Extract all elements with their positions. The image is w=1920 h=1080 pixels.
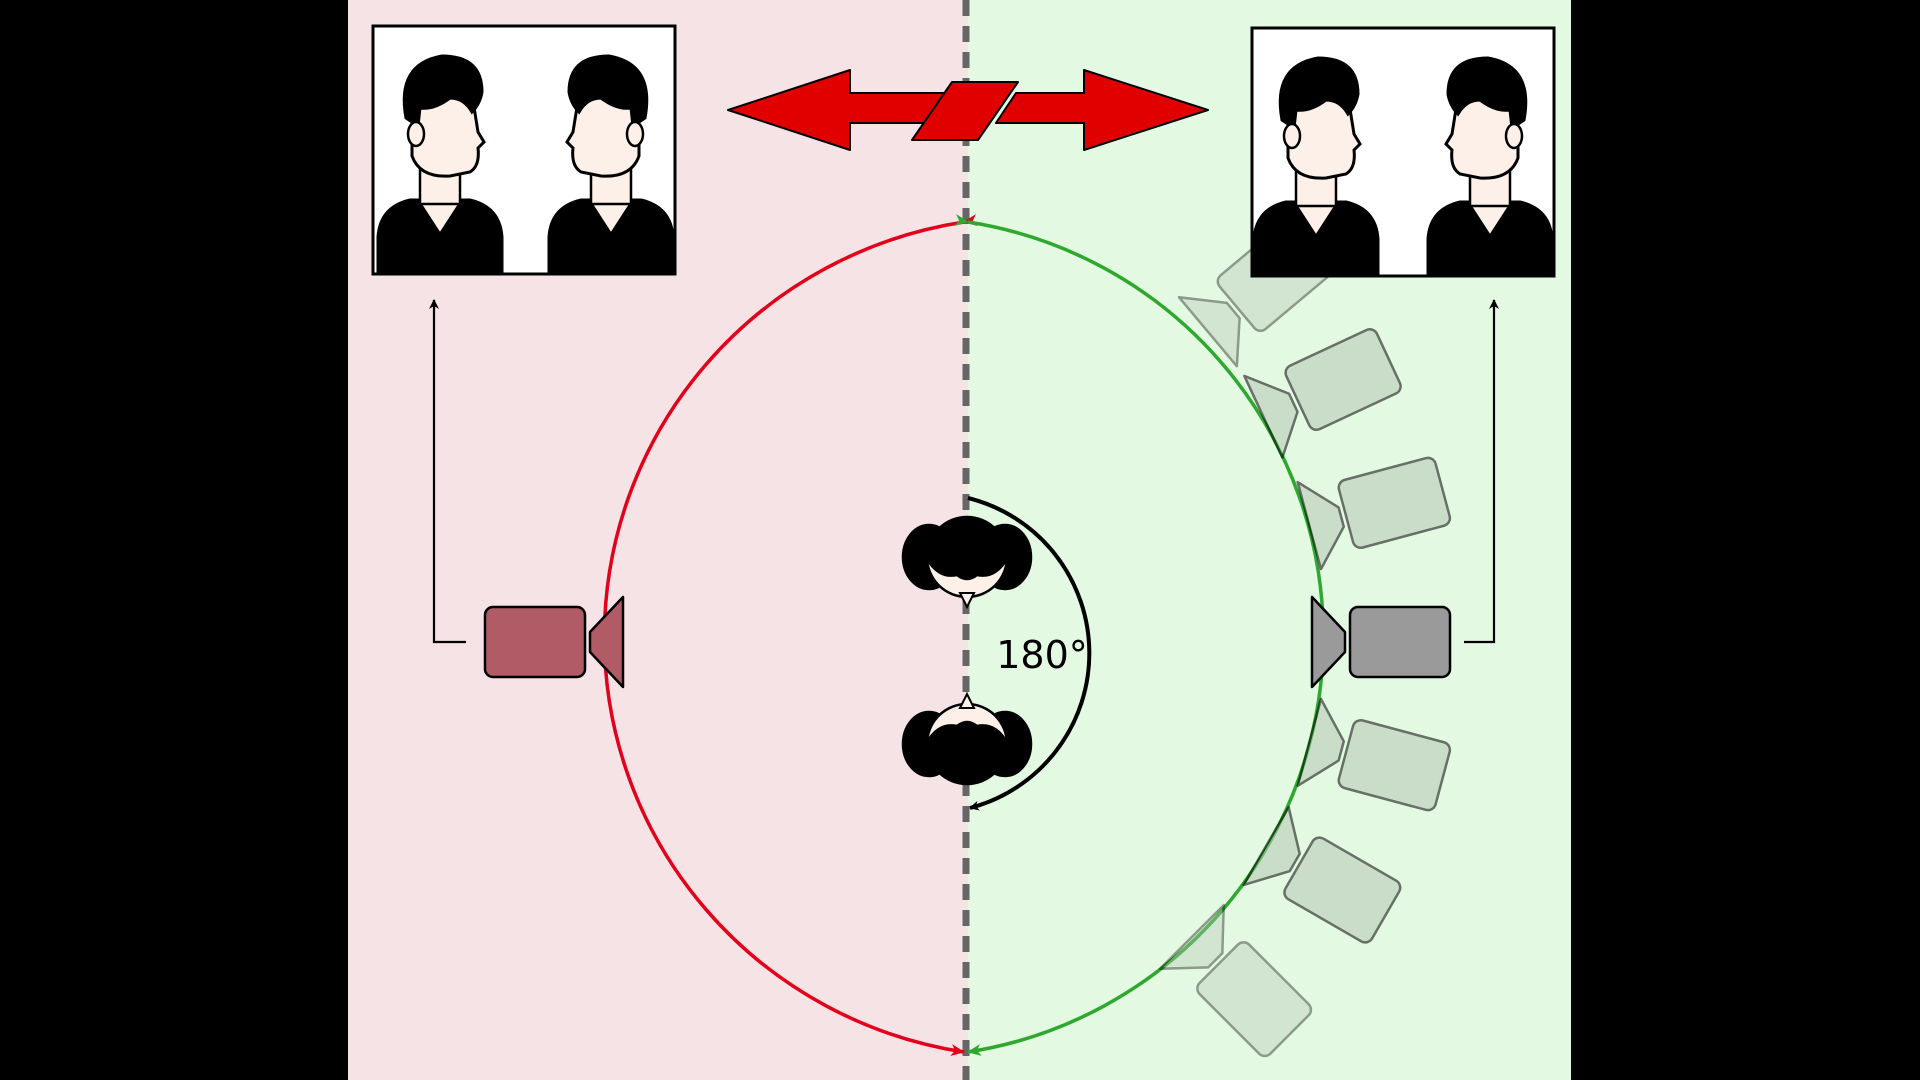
angle-arrow [967, 496, 1092, 811]
angle-label: 180° [996, 633, 1088, 677]
right-connector-arrow [1464, 299, 1499, 644]
broken-double-arrow-icon [727, 69, 1209, 151]
left-connector-arrow [429, 299, 466, 644]
left-shot-frame [371, 24, 677, 276]
right-shot-frame [1250, 26, 1556, 278]
